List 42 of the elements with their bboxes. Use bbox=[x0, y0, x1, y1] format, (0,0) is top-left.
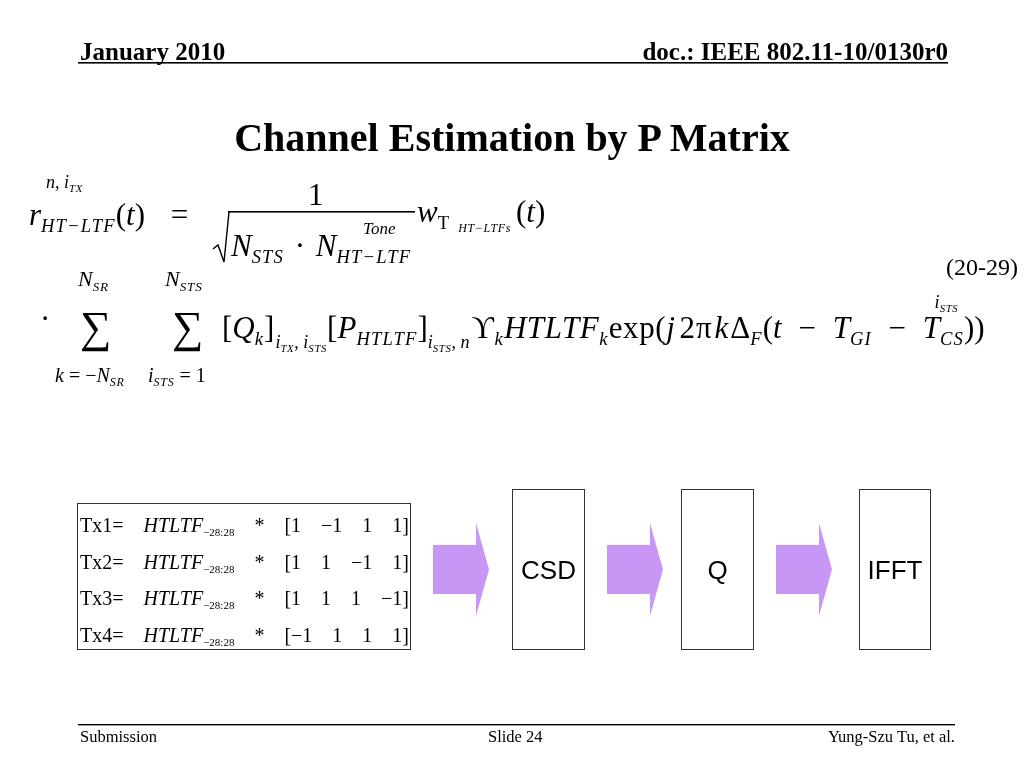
equation-term: k bbox=[714, 312, 729, 343]
process-box bbox=[859, 489, 931, 650]
block-arrow bbox=[607, 523, 663, 616]
footer-label: Submission bbox=[80, 729, 158, 746]
summation-limit: N$_{STS}$ bbox=[165, 268, 203, 290]
summation-limit: N$_{SR}$ bbox=[78, 268, 109, 290]
equation-row-text: Tx1= HTLTF$_{−28:28}$ * [1 −1 1 1] bbox=[79, 513, 409, 541]
slide-title: Channel Estimation by P Matrix bbox=[233, 118, 791, 158]
equation-term: 1 bbox=[308, 179, 324, 210]
box-label: CSD bbox=[520, 556, 577, 583]
equation-subscript: HT−LTFs bbox=[458, 222, 511, 234]
equation-term: ϒ$_{k}$HTLTF$_{k}$exp(j bbox=[471, 312, 676, 343]
header-date: January 2010 bbox=[80, 39, 226, 64]
box-label: IFFT bbox=[866, 556, 924, 583]
equation-term: 2π bbox=[679, 312, 713, 343]
equation-subscript: i$_{STS}$, n bbox=[427, 333, 470, 351]
equation-superscript: i$_{STS}$ bbox=[934, 293, 959, 311]
equation-term: [P$_{HTLTF}$] bbox=[327, 312, 428, 343]
block-arrow bbox=[776, 523, 832, 616]
summation-limit: k = −N$_{SR}$ bbox=[55, 365, 125, 385]
summation-sign: ∑ bbox=[172, 306, 204, 350]
multiplication-dot: · bbox=[40, 303, 51, 334]
process-box bbox=[512, 489, 585, 650]
equation-term: [Q$_{k}$] bbox=[222, 312, 275, 343]
process-box bbox=[681, 489, 754, 650]
equation-row-text: Tx2= HTLTF$_{−28:28}$ * [1 1 −1 1] bbox=[79, 549, 409, 577]
slide-number: Slide 24 bbox=[488, 729, 543, 746]
summation-limit: i$_{STS}$ = 1 bbox=[148, 365, 206, 385]
equation-superscript: n, i$_{TX}$ bbox=[46, 173, 83, 191]
author-credit: Yung-Szu Tu, et al. bbox=[828, 729, 955, 746]
equation-term: r$_{HT−LTF}$(t) = bbox=[29, 199, 189, 230]
equation-term: Δ$_{F}$(t − T$_{GI}$ − T$_{CS}$)) bbox=[730, 312, 985, 343]
equation-subscript: i$_{TX}$, i$_{STS}$ bbox=[275, 333, 328, 351]
document-number: doc.: IEEE 802.11-10/0130r0 bbox=[642, 39, 948, 64]
summation-sign: ∑ bbox=[80, 306, 112, 350]
box-label: Q bbox=[706, 556, 729, 583]
equation-row-text: Tx4= HTLTF$_{−28:28}$ * [−1 1 1 1] bbox=[79, 622, 409, 650]
equation-term: w$_{T}$ bbox=[417, 196, 451, 227]
equation-box bbox=[77, 503, 411, 650]
equation-row-text: Tx3= HTLTF$_{−28:28}$ * [1 1 1 −1] bbox=[79, 586, 409, 614]
equation-number: (20-29) bbox=[946, 255, 1018, 279]
equation-term: (t) bbox=[515, 196, 546, 227]
